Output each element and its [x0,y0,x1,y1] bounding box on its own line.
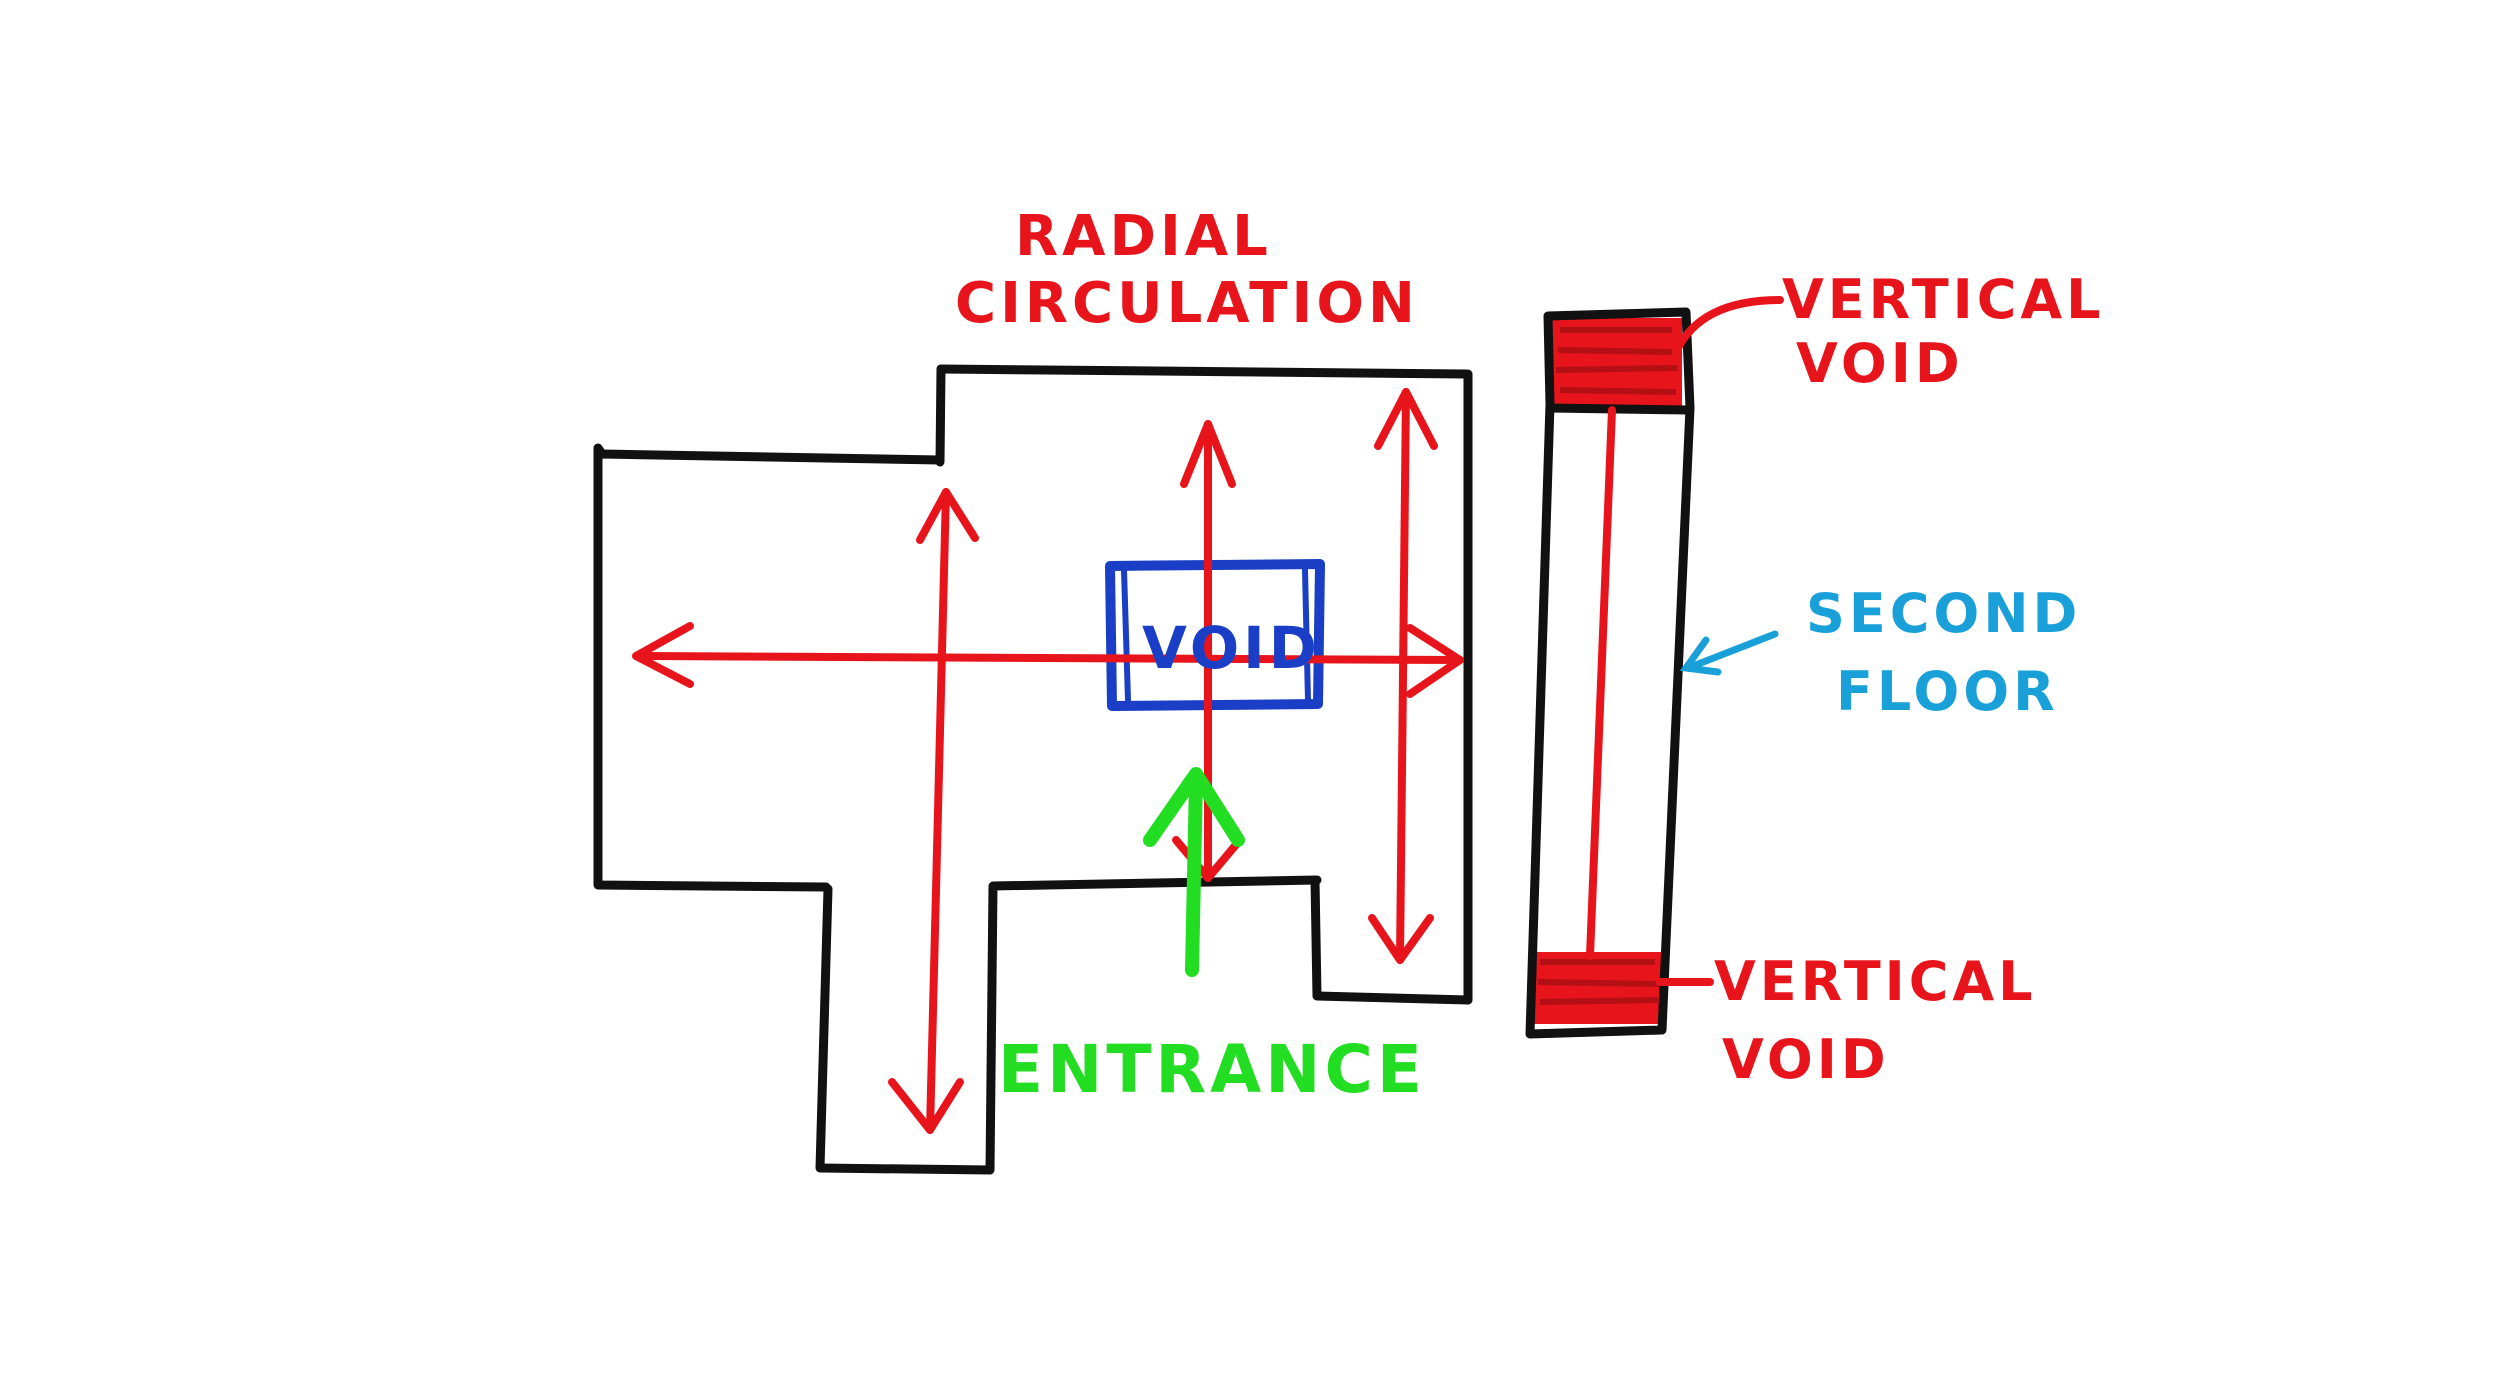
arrow-horizontal-right-head [1406,624,1464,698]
arrow-right-vertical [1396,388,1410,964]
arrow-left-vertical-bottom-head [888,1078,964,1134]
leader-vertical-void-top [1672,296,1784,356]
plan-wall-top-step [935,364,946,467]
plan-wall-bottom-right [1310,875,1473,1005]
vertical-void-bottom-fill [1534,952,1664,1024]
arrow-right-vertical-bottom-head [1368,914,1434,964]
second-floor-outline [1525,307,1695,1039]
text-labels: RADIAL CIRCULATION VOID ENTRANCE VERTICA… [955,204,2105,1108]
void-box-inner-stroke [1121,567,1311,703]
second-floor-section [1525,307,1695,1039]
vertical-void-top-fill [1552,318,1682,408]
leader-lines [1656,296,1784,986]
label-second: SECOND [1806,582,2081,645]
entrance-arrow-shaft [1185,773,1203,977]
label-vertical-void-top-line1: VERTICAL [1782,268,2105,331]
leader-second-floor [1684,630,1779,672]
leader-second-floor-head [1679,636,1722,676]
label-entrance: ENTRANCE [998,1031,1426,1108]
floor-plan-outline [593,364,1473,1175]
arrow-horizontal [636,652,1464,664]
entrance-arrow [1143,767,1245,977]
label-floor: FLOOR [1836,660,2059,723]
label-vertical-void-bottom-line2: VOID [1722,1028,1890,1091]
label-vertical-void-top-line2: VOID [1796,332,1964,395]
arrow-horizontal-left-head [632,622,694,688]
label-void-center: VOID [1142,614,1321,682]
label-radial: RADIAL [1015,204,1272,269]
entrance-arrow-head [1143,767,1245,847]
second-floor-circulation-line [1586,406,1616,960]
label-circulation: CIRCULATION [955,271,1419,336]
plan-wall-entrance [815,875,1322,1175]
arrow-left-vertical-top-head [916,488,979,544]
arrow-right-vertical-top-head [1374,388,1438,450]
plan-wall-left-wing [593,443,945,892]
label-vertical-void-bottom-line1: VERTICAL [1714,950,2037,1013]
arrow-center-vertical-bottom-head [1172,836,1244,882]
circulation-arrows [632,388,1464,1134]
plan-wall-top [936,364,1471,379]
arrow-center-vertical-top-head [1180,420,1236,488]
arrow-left-vertical [926,488,950,1134]
